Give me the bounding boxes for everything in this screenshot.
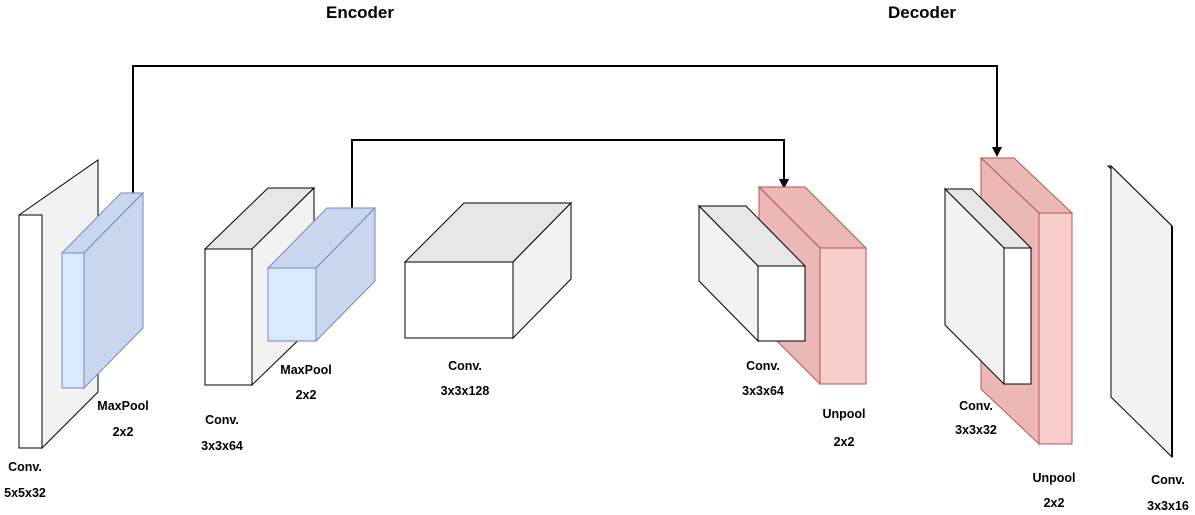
decoder-conv3-block bbox=[1106, 164, 1174, 459]
decoder-unpool1-size: 2x2 bbox=[834, 435, 855, 449]
encoder-conv1-name: Conv. bbox=[8, 460, 42, 474]
decoder-conv2-block bbox=[943, 187, 1033, 386]
decoder-unpool2-size: 2x2 bbox=[1044, 496, 1065, 510]
encoder-conv3-block bbox=[403, 201, 573, 340]
decoder-conv1-size: 3x3x64 bbox=[742, 384, 784, 398]
encoder-conv1-size: 5x5x32 bbox=[4, 486, 46, 500]
encoder-maxpool2-size: 2x2 bbox=[296, 388, 317, 402]
encoder-maxpool2-block bbox=[266, 206, 377, 343]
encoder-maxpool1-name: MaxPool bbox=[97, 399, 148, 413]
decoder-conv3-name: Conv. bbox=[1151, 473, 1185, 487]
encoder-conv2-size: 3x3x64 bbox=[201, 439, 243, 453]
encoder-conv2-name: Conv. bbox=[205, 413, 239, 427]
encoder-title: Encoder bbox=[326, 3, 394, 22]
decoder-conv2-size: 3x3x32 bbox=[955, 423, 997, 437]
decoder-conv2-name: Conv. bbox=[959, 399, 993, 413]
skip-connection-outer bbox=[132, 65, 1002, 193]
decoder-unpool2-name: Unpool bbox=[1032, 471, 1075, 485]
encoder-maxpool1-block bbox=[60, 191, 145, 390]
encoder-maxpool2-name: MaxPool bbox=[280, 363, 331, 377]
decoder-conv3-size: 3x3x16 bbox=[1147, 499, 1189, 513]
decoder-conv1-block bbox=[697, 204, 807, 343]
decoder-title: Decoder bbox=[888, 3, 956, 22]
encoder-conv3-size: 3x3x128 bbox=[441, 384, 490, 398]
decoder-unpool1-name: Unpool bbox=[822, 407, 865, 421]
decoder-conv1-name: Conv. bbox=[746, 359, 780, 373]
encoder-maxpool1-size: 2x2 bbox=[113, 425, 134, 439]
skip-connection-inner bbox=[351, 139, 789, 208]
encoder-conv3-name: Conv. bbox=[448, 359, 482, 373]
